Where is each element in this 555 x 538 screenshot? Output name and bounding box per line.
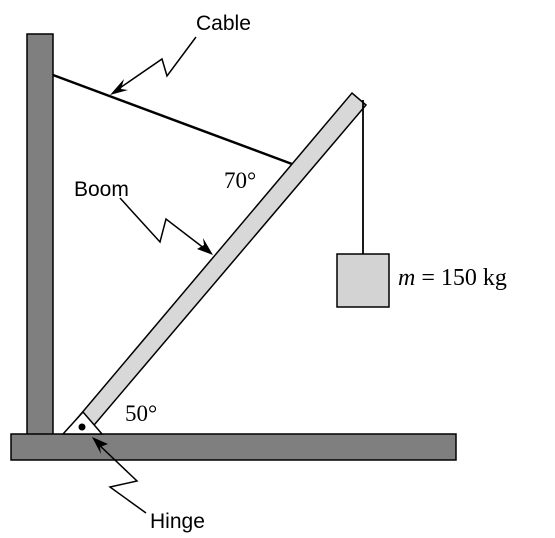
hinge-pointer-arrowhead bbox=[92, 437, 108, 454]
angle-top-label: 70° bbox=[224, 168, 256, 193]
hinge-pin bbox=[78, 423, 86, 431]
cable-line bbox=[52, 73, 293, 166]
angle-bottom-label: 50° bbox=[125, 401, 157, 426]
mass-symbol: m bbox=[398, 265, 415, 291]
cable-label: Cable bbox=[196, 12, 251, 35]
boom-beam bbox=[73, 91, 368, 433]
boom-pointer-arrowhead bbox=[197, 238, 213, 255]
boom-pointer bbox=[119, 197, 210, 253]
boom-label: Boom bbox=[74, 178, 129, 201]
wall bbox=[26, 33, 54, 436]
hinge-label: Hinge bbox=[150, 510, 205, 533]
mass-value: = 150 kg bbox=[421, 265, 507, 291]
hinge-plate bbox=[61, 410, 104, 435]
cable-pointer-arrowhead bbox=[110, 79, 128, 95]
cable-pointer bbox=[113, 36, 197, 93]
mass-label: m= 150 kg bbox=[398, 265, 507, 291]
hinge-pointer bbox=[95, 441, 147, 514]
floor bbox=[10, 433, 457, 461]
mass-block bbox=[336, 253, 390, 308]
